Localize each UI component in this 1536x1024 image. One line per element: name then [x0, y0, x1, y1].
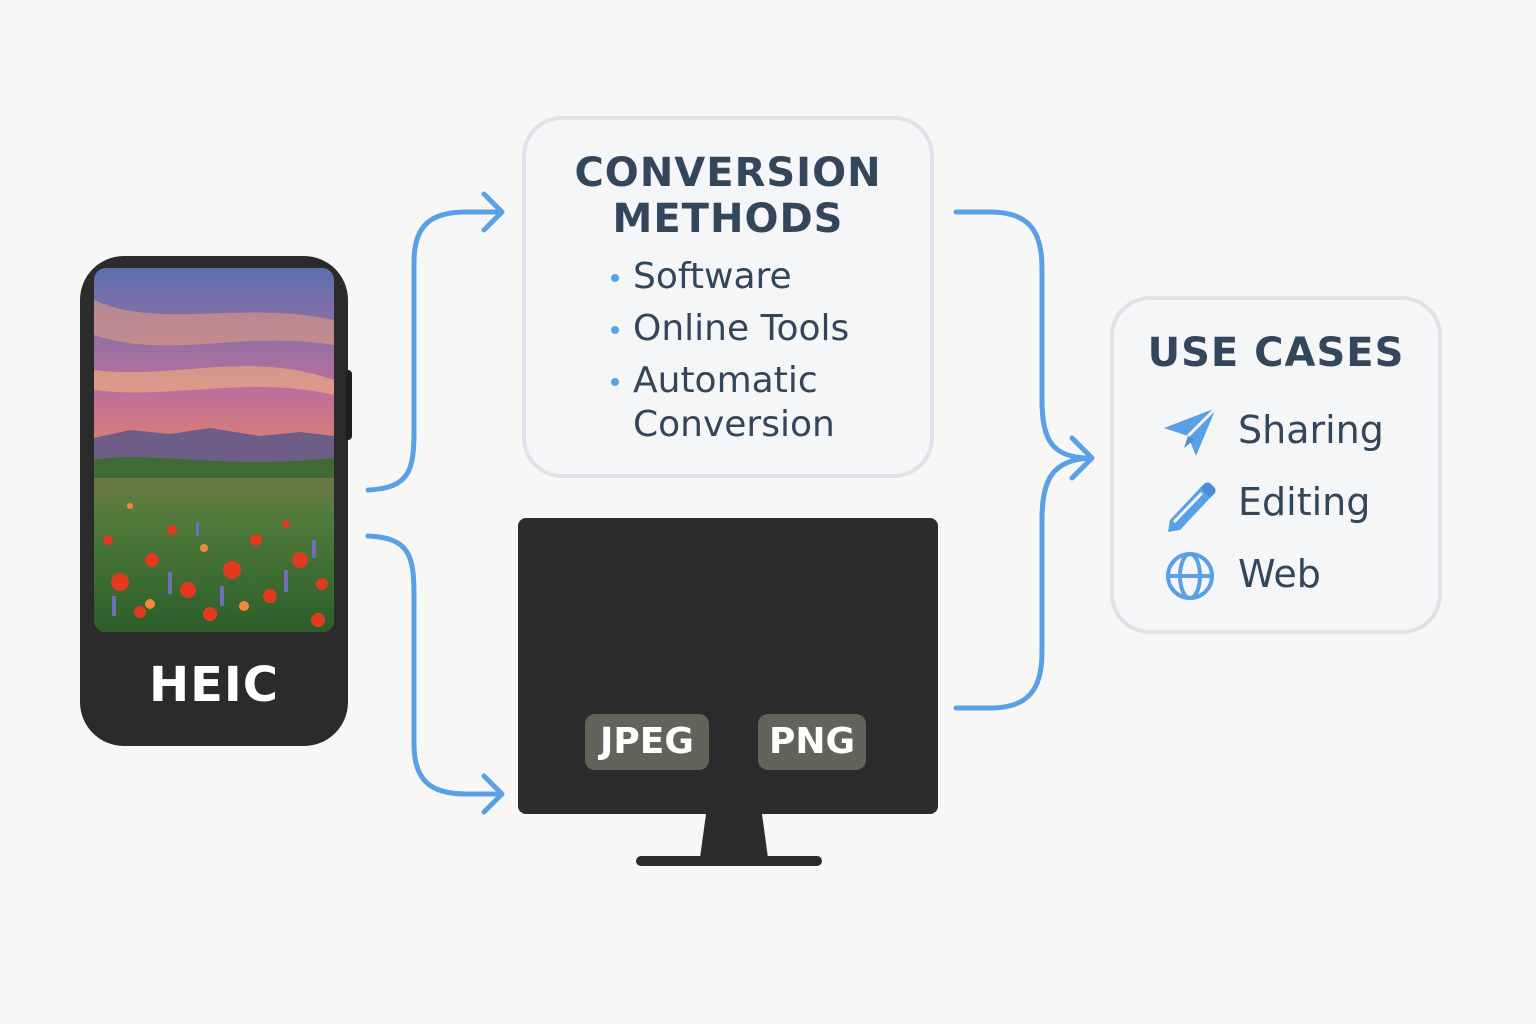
format-badge-jpeg: JPEG: [585, 714, 709, 770]
conversion-methods-box: [522, 116, 934, 478]
format-badge-png: PNG: [758, 714, 866, 770]
use-case-sharing: Sharing: [1238, 408, 1384, 452]
arrowhead-methods: [481, 191, 505, 233]
conversion-methods-title-line1: CONVERSION: [574, 150, 882, 196]
conversion-methods-title: CONVERSION METHODS: [522, 150, 934, 242]
globe-icon: [1166, 552, 1214, 600]
monitor-neck: [700, 814, 768, 858]
arrow-methods-to-uses: [953, 209, 1093, 461]
use-cases-box: [1110, 296, 1442, 634]
conversion-methods-title-line2: METHODS: [612, 196, 844, 242]
method-item-online-tools: Online Tools: [633, 308, 850, 349]
bullet-dot: [611, 274, 619, 282]
method-item-software: Software: [633, 256, 792, 297]
bullet-dot: [611, 326, 619, 334]
method-item-conversion: Conversion: [633, 404, 835, 445]
heic-photo: [94, 268, 334, 632]
use-case-web: Web: [1238, 552, 1321, 596]
arrowhead-output: [481, 773, 505, 815]
use-case-editing: Editing: [1238, 480, 1371, 524]
monitor-base: [636, 856, 822, 866]
arrow-to-output: [365, 533, 503, 797]
use-cases-title: USE CASES: [1147, 330, 1405, 376]
heic-label: HEIC: [148, 657, 280, 713]
method-item-automatic: Automatic: [633, 360, 818, 401]
arrowhead-uses: [1069, 435, 1095, 481]
pencil-icon: [1168, 482, 1216, 532]
paper-plane-icon: [1164, 406, 1218, 456]
phone-side-button: [346, 370, 352, 440]
arrow-output-to-uses: [953, 455, 1093, 711]
bullet-dot: [611, 378, 619, 386]
arrow-to-methods: [365, 209, 503, 493]
